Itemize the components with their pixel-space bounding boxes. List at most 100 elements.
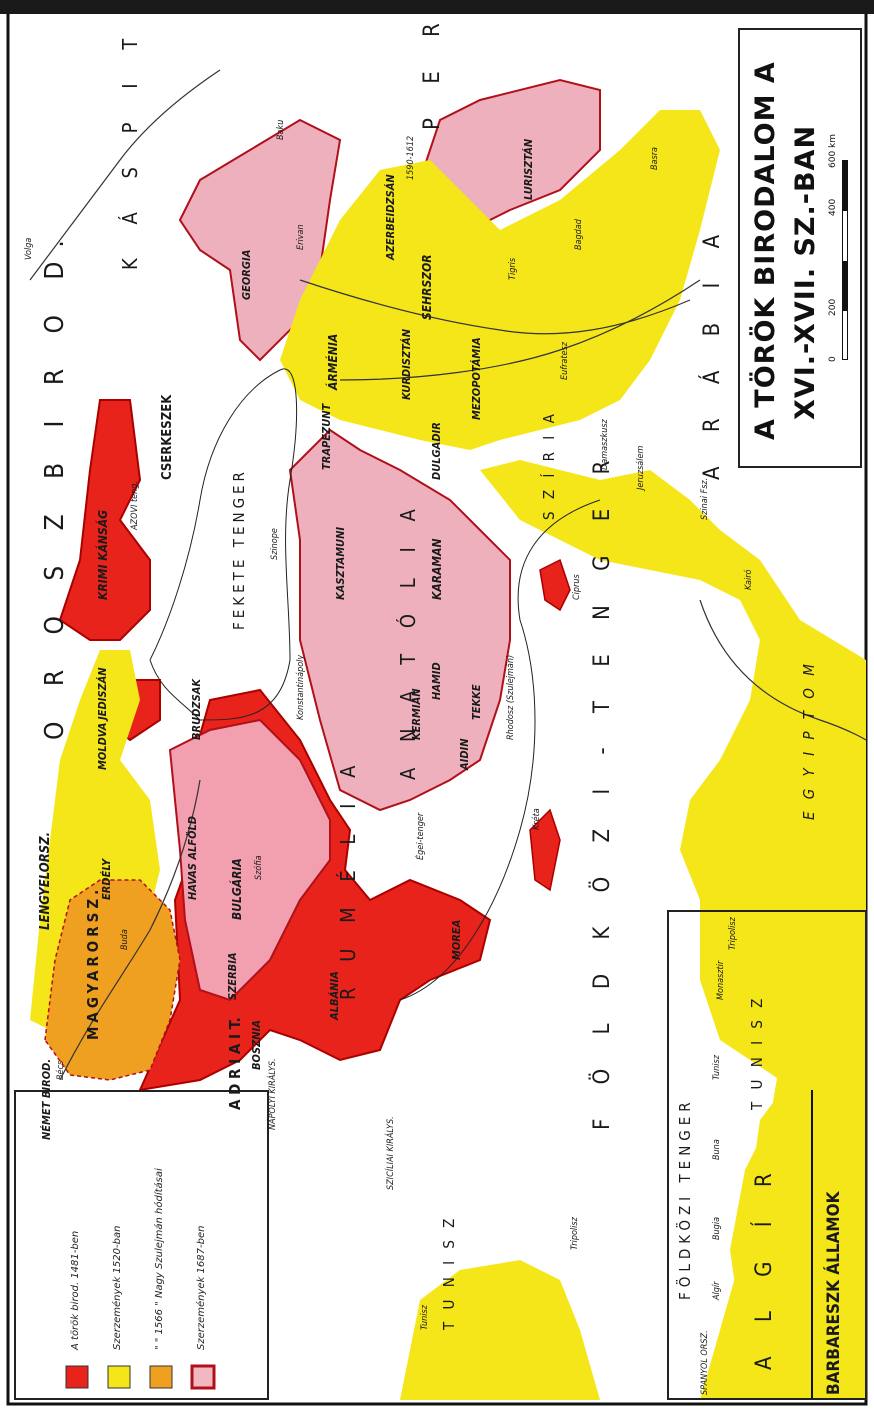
- label-armenia: ÁRMÉNIA: [326, 333, 340, 390]
- map-top-bar: [0, 0, 874, 14]
- place-baku: Baku: [276, 119, 286, 140]
- legend-swatch-red: [65, 1365, 89, 1389]
- legend: [14, 1090, 269, 1400]
- label-kermian: KERMIÁN: [410, 688, 423, 740]
- inset-barbary-states: [667, 910, 867, 1400]
- label-magyarorszag: MAGYARORSZ.: [84, 885, 102, 1040]
- place-kreta: Kréta: [532, 808, 542, 830]
- region-yellow-east: [280, 110, 720, 450]
- place-erivan: Erivan: [296, 224, 306, 250]
- label-mezopotamia: MEZOPOTÁMIA: [470, 337, 483, 420]
- label-kurdisztan: KURDISZTÁN: [400, 329, 413, 400]
- label-siciliai: SZICÍLIAI KIRÁLYS.: [386, 1116, 396, 1190]
- scale-mark-600: 600 km: [828, 133, 838, 168]
- label-moldva: MOLDVA: [96, 722, 109, 770]
- region-yellow-inset: [720, 930, 864, 1395]
- title-box: [738, 28, 862, 468]
- place-buda: Buda: [120, 929, 130, 950]
- label-havas-alfold: HAVAS ALFÖLD: [186, 816, 199, 900]
- inset-city-tunisz: Tunisz: [712, 1054, 722, 1080]
- label-kasztamuni: KASZTAMUNI: [334, 526, 347, 600]
- place-volga: Volga: [24, 237, 34, 260]
- legend-item-4: Szerzemények 1687-ben: [196, 1225, 207, 1350]
- scale-mark-400: 400: [828, 198, 838, 216]
- coast-black-sea: [149, 368, 298, 721]
- place-szofia: Szófia: [254, 855, 264, 880]
- place-basra: Basra: [650, 146, 660, 170]
- region-red-crimea: [58, 399, 151, 641]
- region-orange-hungary: [44, 879, 181, 1081]
- place-egei: Égei-tenger: [416, 812, 426, 860]
- place-kairo: Kairó: [744, 569, 754, 590]
- place-becs: Bécs: [56, 1060, 66, 1080]
- inset-tunisz-label: T U N I S Z: [748, 994, 766, 1110]
- region-red-ciprus: [539, 558, 571, 612]
- label-kaspi-teng: K Á S P I T E N G.: [118, 0, 142, 270]
- label-adriai-tenger: A D R I A I T.: [226, 1017, 244, 1110]
- legend-item-1: A török birod. 1481-ben: [70, 1230, 81, 1350]
- label-brudzsak: BRUDZSAK: [190, 678, 203, 740]
- inset-sea-label: FÖLDKÖZI TENGER: [676, 1097, 694, 1300]
- scale-bar: [842, 160, 848, 360]
- label-fekete-tenger: FEKETE TENGER: [230, 468, 248, 630]
- label-aidin: AIDIN: [458, 738, 471, 770]
- inset-spanyol-label: SPANYOL ORSZ.: [700, 1330, 710, 1395]
- river-volga: [29, 69, 221, 281]
- legend-item-3: " " 1566 " Nagy Szulejmán hódításai: [154, 1168, 165, 1350]
- label-karaman: KARAMAN: [430, 538, 444, 600]
- label-albania: ALBÁNIA: [328, 971, 341, 1020]
- place-ciprus: Ciprus: [572, 574, 582, 600]
- place-tebriz-dates: 1590-1612: [406, 135, 416, 180]
- place-eufratesz: Eufratesz: [560, 341, 570, 380]
- place-tigris: Tigris: [508, 257, 518, 280]
- inset-algir-label: A L G Í R: [752, 1159, 777, 1370]
- legend-swatch-pink: [190, 1364, 216, 1390]
- label-foldkozi-tenger: F Ö L D K Ö Z I - T E N G E R: [590, 446, 615, 1130]
- map-title-line1: A TÖRÖK BIRODALOM A: [750, 61, 781, 440]
- place-bagdad: Bagdad: [574, 219, 584, 250]
- label-cserkeszek: CSERKESZEK: [160, 394, 175, 480]
- label-egyiptom: E G Y I P T O M: [800, 660, 818, 820]
- region-red-kreta: [529, 808, 561, 892]
- river-nile: [699, 599, 867, 741]
- region-pink-rumelia: [168, 718, 331, 1002]
- label-azerbeidzsan: AZERBEIDZSÁN: [384, 174, 397, 260]
- label-azovi-tenger: AZOVI teng.: [130, 481, 140, 530]
- label-erdely: ERDÉLY: [100, 858, 113, 900]
- label-bosznia: BOSZNIA: [250, 1020, 263, 1070]
- label-perzsia: P E R Z S I A: [420, 0, 445, 130]
- label-krimi-kansag: KRIMI KÁNSÁG: [96, 510, 110, 600]
- legend-item-2: Szerzemények 1520-ban: [112, 1225, 123, 1350]
- label-georgia: GEORGIA: [240, 249, 253, 300]
- label-trapezunt: TRAPEZUNT: [320, 403, 333, 470]
- inset-city-bugia: Bugia: [712, 1216, 722, 1240]
- label-tekke: TEKKE: [470, 684, 483, 720]
- inset-city-tripolisz: Tripolisz: [728, 917, 738, 950]
- place-konstantinapoly: Konstantinápoly: [296, 654, 306, 720]
- label-nemet-birod: NÉMET BIROD.: [40, 1058, 53, 1140]
- scale-mark-200: 200: [828, 298, 838, 316]
- label-bulgaria: BULGÁRIA: [230, 858, 244, 920]
- place-tripolisz: Tripolisz: [570, 1217, 580, 1250]
- label-rumelia: R U M É L I A: [336, 755, 360, 1000]
- label-luriszan: LURISZTÁN: [522, 138, 535, 200]
- region-pink-anatolia: [288, 428, 511, 812]
- label-dulgadir: DULGADIR: [430, 422, 443, 480]
- river-eufratesz: [339, 279, 701, 381]
- rivers: [29, 69, 867, 1081]
- place-jeruzsalem: Jeruzsálem: [636, 445, 646, 490]
- label-arabia: A R Á B I A: [700, 220, 725, 480]
- label-szerbia: SZERBIA: [226, 952, 239, 1000]
- inset-title: BARBARESZK ÁLLAMOK: [824, 1191, 844, 1395]
- place-rhodosz: Rhodosz (Szulejmán): [506, 654, 516, 740]
- coast-mediterranean: [399, 499, 601, 1001]
- region-yellow-tunisz: [400, 1260, 600, 1400]
- inset-city-algir: Algír: [712, 1281, 722, 1300]
- label-morea: MOREA: [450, 919, 463, 960]
- legend-swatch-orange: [149, 1365, 173, 1389]
- scale-mark-0: 0: [828, 356, 838, 362]
- label-napolyi: NÁPOLYI KIRÁLYS.: [268, 1058, 278, 1130]
- label-jediszan: JEDISZÁN: [96, 667, 109, 720]
- inset-city-buna: Buna: [712, 1139, 722, 1160]
- region-yellow-syria-egypt: [480, 460, 866, 1080]
